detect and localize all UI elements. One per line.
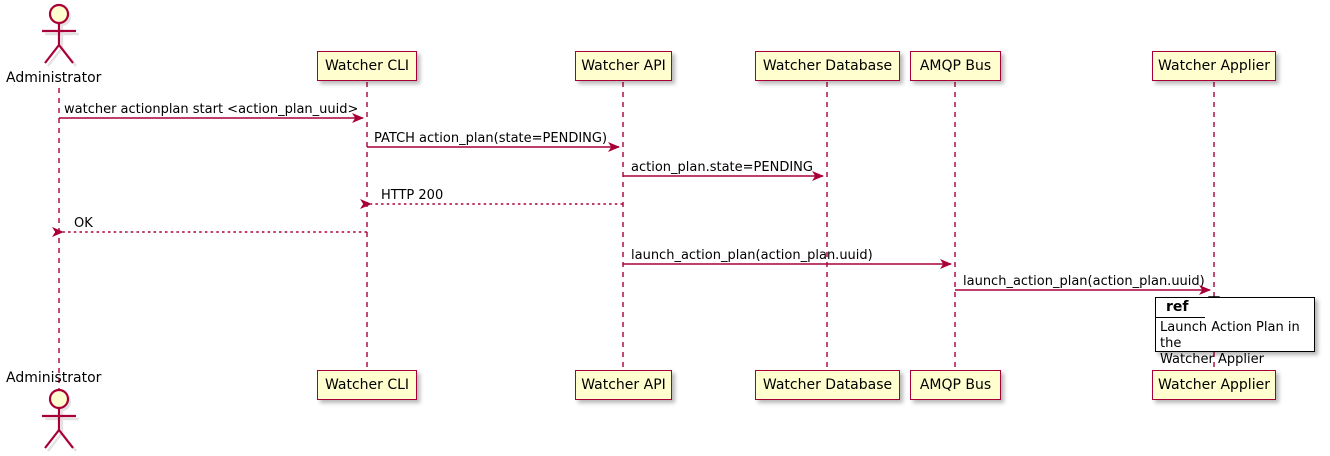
message-label-4: HTTP 200 xyxy=(381,188,444,203)
lifelines xyxy=(58,82,1215,400)
participant-label: AMQP Bus xyxy=(919,58,992,74)
message-label-3: action_plan.state=PENDING xyxy=(631,160,813,175)
message-label-7: launch_action_plan(action_plan.uuid) xyxy=(963,274,1205,289)
participant-label: Watcher Applier xyxy=(1158,58,1270,74)
message-label-1: watcher actionplan start <action_plan_uu… xyxy=(64,102,359,117)
participant-watcher-api-bottom[interactable]: Watcher API xyxy=(575,370,672,400)
participant-label: AMQP Bus xyxy=(919,377,992,393)
participant-label: Watcher Database xyxy=(762,377,893,393)
participant-watcher-database-top[interactable]: Watcher Database xyxy=(755,51,900,81)
ref-fragment-keyword: ref xyxy=(1155,297,1205,318)
participant-amqp-bus-bottom[interactable]: AMQP Bus xyxy=(910,370,1001,400)
participant-amqp-bus-top[interactable]: AMQP Bus xyxy=(910,51,1001,81)
participant-label: Watcher Database xyxy=(762,58,893,74)
message-label-2: PATCH action_plan(state=PENDING) xyxy=(374,131,608,146)
actor-label-administrator-bottom: Administrator xyxy=(6,370,102,386)
actor-administrator-top xyxy=(42,3,79,67)
participant-watcher-cli-bottom[interactable]: Watcher CLI xyxy=(317,370,417,400)
message-arrows xyxy=(52,113,1211,295)
participant-watcher-api-top[interactable]: Watcher API xyxy=(575,51,672,81)
participant-label: Watcher API xyxy=(581,377,666,393)
participant-watcher-applier-bottom[interactable]: Watcher Applier xyxy=(1152,370,1276,400)
participant-label: Watcher API xyxy=(581,58,666,74)
message-label-6: launch_action_plan(action_plan.uuid) xyxy=(631,248,873,263)
participant-label: Watcher Applier xyxy=(1158,377,1270,393)
participant-watcher-database-bottom[interactable]: Watcher Database xyxy=(755,370,900,400)
actor-administrator-bottom xyxy=(42,388,79,452)
participant-watcher-applier-top[interactable]: Watcher Applier xyxy=(1152,51,1276,81)
ref-fragment-text: Launch Action Plan in the Watcher Applie… xyxy=(1160,320,1300,367)
participant-watcher-cli-top[interactable]: Watcher CLI xyxy=(317,51,417,81)
participant-label: Watcher CLI xyxy=(324,58,410,74)
message-label-5: OK xyxy=(74,216,93,231)
actor-label-administrator-top: Administrator xyxy=(6,70,102,86)
participant-label: Watcher CLI xyxy=(324,377,410,393)
